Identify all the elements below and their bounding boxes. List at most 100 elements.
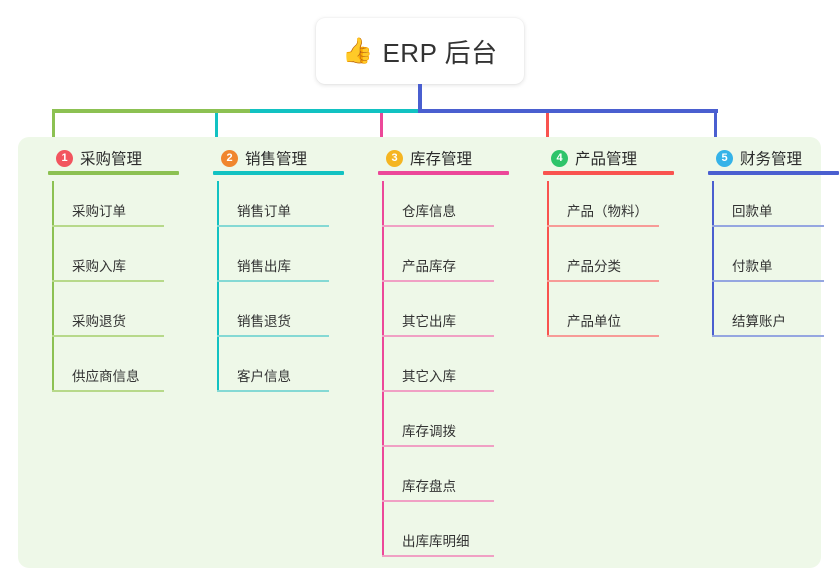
- branch-underline: [708, 171, 839, 175]
- leaf-item[interactable]: 采购入库: [52, 236, 164, 282]
- branch-column-5: 5 财务管理回款单付款单结算账户: [694, 145, 839, 337]
- leaf-item[interactable]: 销售出库: [217, 236, 329, 282]
- leaf-item-label: 产品分类: [567, 259, 621, 274]
- leaf-underline: [52, 280, 164, 282]
- leaf-underline: [52, 225, 164, 227]
- leaf-item-label: 采购订单: [72, 204, 126, 219]
- leaf-item[interactable]: 库存盘点: [382, 456, 494, 502]
- leaf-underline: [712, 225, 824, 227]
- branch-title: 销售管理: [245, 151, 308, 168]
- leaf-item-label: 其它出库: [402, 314, 456, 329]
- leaf-item-label: 客户信息: [237, 369, 291, 384]
- leaf-item-label: 结算账户: [732, 314, 786, 329]
- leaf-item[interactable]: 结算账户: [712, 291, 824, 337]
- leaf-item[interactable]: 采购退货: [52, 291, 164, 337]
- leaf-underline: [217, 280, 329, 282]
- leaf-item-label: 其它入库: [402, 369, 456, 384]
- branch-column-4: 4 产品管理产品（物料） 产品分类产品单位: [529, 145, 687, 337]
- branch-number-badge: 1: [56, 149, 73, 167]
- branch-column-2: 2 销售管理销售订单销售出库销售退货客户信息: [199, 145, 357, 392]
- branch-title: 库存管理: [410, 151, 473, 168]
- leaf-underline: [547, 225, 659, 227]
- root-connector-stem: [418, 84, 422, 111]
- leaf-item[interactable]: 其它入库: [382, 346, 494, 392]
- leaf-underline: [382, 225, 494, 227]
- leaf-item[interactable]: 其它出库: [382, 291, 494, 337]
- leaf-item[interactable]: 产品库存: [382, 236, 494, 282]
- branch-number-badge: 5: [716, 149, 733, 167]
- leaf-item-label: 采购退货: [72, 314, 126, 329]
- connector-bus-blue: [418, 109, 718, 113]
- leaf-item-label: 销售退货: [237, 314, 291, 329]
- leaf-item-label: 出库库明细: [402, 534, 470, 549]
- leaf-item[interactable]: 回款单: [712, 181, 824, 227]
- branch-title: 采购管理: [80, 151, 143, 168]
- leaf-item[interactable]: 产品分类: [547, 236, 659, 282]
- leaf-underline: [217, 225, 329, 227]
- leaf-item[interactable]: 供应商信息: [52, 346, 164, 392]
- branch-header-5[interactable]: 5 财务管理: [694, 145, 839, 171]
- leaf-underline: [52, 390, 164, 392]
- leaf-item[interactable]: 销售订单: [217, 181, 329, 227]
- branch-underline: [543, 171, 674, 175]
- leaf-item-label: 库存调拨: [402, 424, 456, 439]
- root-node-card[interactable]: 👍 ERP 后台: [316, 18, 524, 84]
- leaf-underline: [382, 335, 494, 337]
- branch-spine: [52, 181, 54, 392]
- leaf-item-label: 销售订单: [237, 204, 291, 219]
- leaf-underline: [382, 555, 494, 557]
- branch-column-3: 3 库存管理仓库信息产品库存其它出库其它入库库存调拨库存盘点出库库明细: [364, 145, 522, 557]
- branches-panel: [18, 137, 821, 568]
- root-node-title: ERP 后台: [382, 37, 498, 68]
- branch-spine: [712, 181, 714, 337]
- branch-header-1[interactable]: 1 采购管理: [34, 145, 192, 171]
- branch-underline: [213, 171, 344, 175]
- leaf-underline: [217, 390, 329, 392]
- leaf-item[interactable]: 采购订单: [52, 181, 164, 227]
- leaf-underline: [52, 335, 164, 337]
- leaf-item[interactable]: 库存调拨: [382, 401, 494, 447]
- leaf-item-label: 采购入库: [72, 259, 126, 274]
- leaf-item[interactable]: 产品（物料）: [547, 181, 659, 227]
- branch-spine: [382, 181, 384, 557]
- leaf-underline: [547, 335, 659, 337]
- branch-number-badge: 3: [386, 149, 403, 167]
- leaf-item-label: 库存盘点: [402, 479, 456, 494]
- branch-underline: [378, 171, 509, 175]
- leaf-underline: [382, 445, 494, 447]
- leaf-underline: [382, 280, 494, 282]
- connector-bus-green: [52, 109, 250, 113]
- leaf-item-label: 产品库存: [402, 259, 456, 274]
- branch-spine: [547, 181, 549, 337]
- branch-header-4[interactable]: 4 产品管理: [529, 145, 687, 171]
- leaf-item-label: 供应商信息: [72, 369, 140, 384]
- leaf-item[interactable]: 产品单位: [547, 291, 659, 337]
- leaf-item-label: 付款单: [732, 259, 773, 274]
- leaf-underline: [712, 335, 824, 337]
- branch-number-badge: 2: [221, 149, 238, 167]
- leaf-item-label: 产品（物料）: [567, 204, 648, 219]
- connector-bus-teal: [250, 109, 418, 113]
- leaf-underline: [217, 335, 329, 337]
- leaf-item-label: 回款单: [732, 204, 773, 219]
- leaf-underline: [382, 390, 494, 392]
- branch-number-badge: 4: [551, 149, 568, 167]
- branch-header-2[interactable]: 2 销售管理: [199, 145, 357, 171]
- leaf-underline: [547, 280, 659, 282]
- leaf-item[interactable]: 出库库明细: [382, 511, 494, 557]
- branch-spine: [217, 181, 219, 392]
- leaf-item[interactable]: 客户信息: [217, 346, 329, 392]
- leaf-item[interactable]: 付款单: [712, 236, 824, 282]
- branch-underline: [48, 171, 179, 175]
- leaf-item[interactable]: 销售退货: [217, 291, 329, 337]
- branch-title: 产品管理: [575, 151, 638, 168]
- leaf-item-label: 仓库信息: [402, 204, 456, 219]
- leaf-item-label: 产品单位: [567, 314, 621, 329]
- branch-column-1: 1 采购管理采购订单采购入库采购退货供应商信息: [34, 145, 192, 392]
- leaf-item-label: 销售出库: [237, 259, 291, 274]
- leaf-underline: [712, 280, 824, 282]
- branch-header-3[interactable]: 3 库存管理: [364, 145, 522, 171]
- branch-title: 财务管理: [740, 151, 803, 168]
- leaf-item[interactable]: 仓库信息: [382, 181, 494, 227]
